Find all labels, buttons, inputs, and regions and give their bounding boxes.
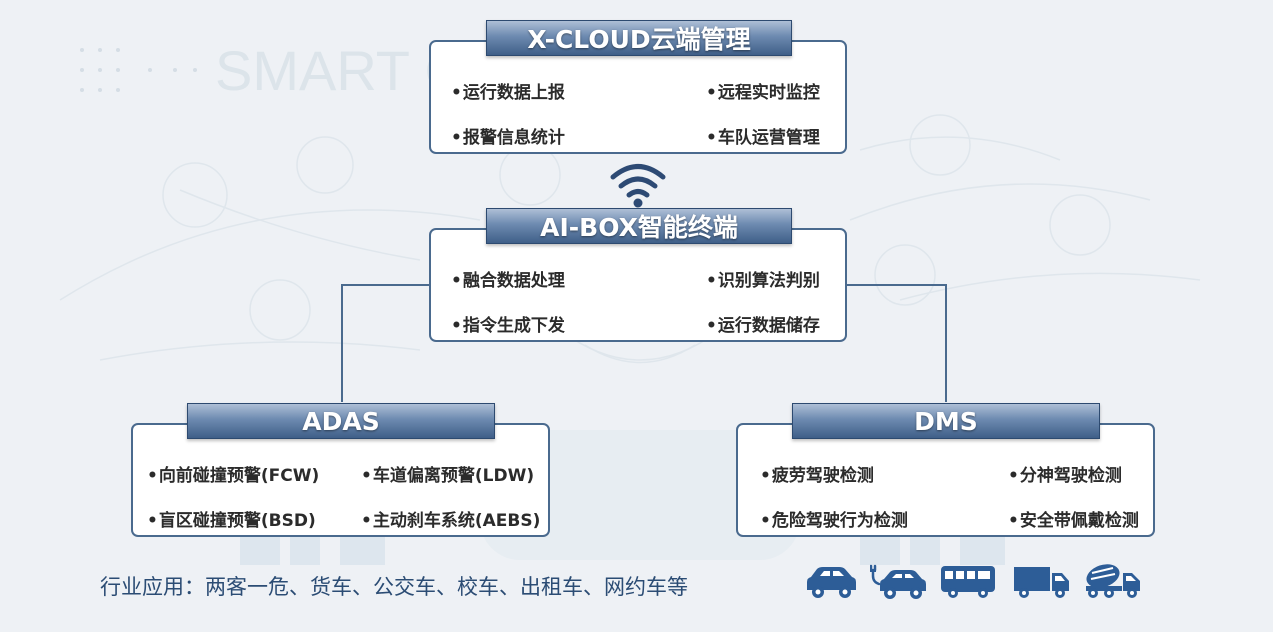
dms-title: DMS: [792, 403, 1100, 439]
adas-item-aebs: 主动刹车系统(AEBS): [361, 506, 541, 531]
car-icon: [807, 567, 856, 598]
aibox-panel: 融合数据处理 识别算法判别 指令生成下发 运行数据储存: [429, 228, 847, 342]
truck-icon: [1014, 567, 1069, 598]
adas-item-fcw: 向前碰撞预警(FCW): [147, 461, 319, 486]
cloud-panel: 运行数据上报 远程实时监控 报警信息统计 车队运营管理: [429, 40, 847, 154]
cloud-item-upload: 运行数据上报: [451, 78, 565, 103]
aibox-title: AI-BOX智能终端: [486, 208, 792, 244]
adas-title: ADAS: [187, 403, 495, 439]
dms-item-seatbelt: 安全带佩戴检测: [1008, 506, 1139, 531]
aibox-item-fusion: 融合数据处理: [451, 266, 565, 291]
dms-item-distraction: 分神驾驶检测: [1008, 461, 1122, 486]
bus-icon: [941, 566, 995, 598]
adas-item-ldw: 车道偏离预警(LDW): [361, 461, 534, 486]
cloud-item-alarm: 报警信息统计: [451, 123, 565, 148]
cloud-item-fleet: 车队运营管理: [706, 123, 820, 148]
mixer-truck-icon: [1086, 564, 1140, 598]
dms-item-fatigue: 疲劳驾驶检测: [760, 461, 874, 486]
aibox-item-storage: 运行数据储存: [706, 311, 820, 336]
industry-applications-text: 行业应用：两客一危、货车、公交车、校车、出租车、网约车等: [100, 575, 688, 599]
aibox-item-command: 指令生成下发: [451, 311, 565, 336]
aibox-item-algorithm: 识别算法判别: [706, 266, 820, 291]
cloud-item-monitor: 远程实时监控: [706, 78, 820, 103]
electric-car-icon: [870, 564, 926, 599]
adas-panel: 向前碰撞预警(FCW) 车道偏离预警(LDW) 盲区碰撞预警(BSD) 主动刹车…: [131, 423, 550, 537]
wifi-icon: [610, 164, 666, 208]
background-smart-text: SMART C: [215, 39, 465, 102]
adas-item-bsd: 盲区碰撞预警(BSD): [147, 506, 316, 531]
dms-item-dangerous: 危险驾驶行为检测: [760, 506, 908, 531]
cloud-title: X-CLOUD云端管理: [486, 20, 792, 56]
dms-panel: 疲劳驾驶检测 分神驾驶检测 危险驾驶行为检测 安全带佩戴检测: [736, 423, 1155, 537]
